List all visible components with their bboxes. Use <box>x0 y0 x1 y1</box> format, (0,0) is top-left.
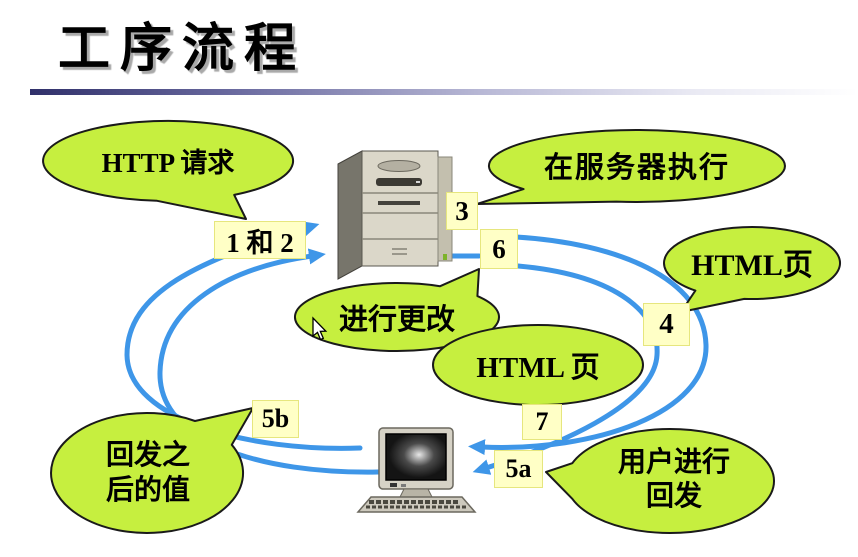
page-title: 工序流程 <box>58 21 307 78</box>
bubble-user-postback <box>545 428 775 534</box>
title-divider <box>30 89 858 95</box>
step-label-7: 7 <box>522 404 562 440</box>
step-label-3: 3 <box>446 192 478 230</box>
arrow-request-inner <box>157 248 381 475</box>
arrow-request-outer <box>124 221 363 451</box>
step-label-5b: 5b <box>252 400 299 438</box>
desktop-computer-icon <box>356 427 477 513</box>
server-tower-icon <box>337 150 453 280</box>
bubble-html-page-right <box>663 226 841 313</box>
bubble-http-request <box>42 119 295 220</box>
mouse-cursor-icon <box>312 316 328 341</box>
step-label-4: 4 <box>643 303 690 346</box>
step-label-1-2: 1 和 2 <box>214 221 306 259</box>
bubble-html-page-mid <box>432 324 644 406</box>
arrow-response-outer <box>468 234 709 456</box>
bubble-server-exec <box>476 128 786 205</box>
bubble-postback-value <box>50 407 254 534</box>
arrow-response-inner <box>472 263 660 475</box>
bubble-make-changes <box>294 268 500 353</box>
step-label-6: 6 <box>480 229 518 269</box>
step-label-5a: 5a <box>494 450 543 488</box>
